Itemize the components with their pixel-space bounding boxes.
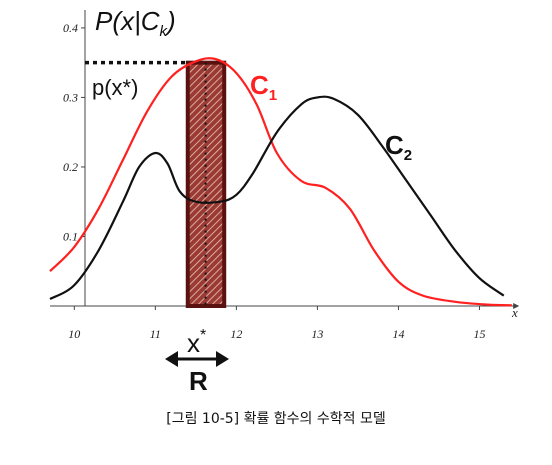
region-width-arrow	[165, 351, 229, 367]
c1-label: C1	[250, 70, 277, 104]
x-tick-label: 14	[392, 327, 404, 341]
plot-area	[50, 8, 520, 308]
c2-label: C2	[385, 130, 412, 164]
p-x-star-label: p(x*)	[92, 75, 138, 100]
y-tick-label: 0.2	[63, 160, 78, 174]
y-tick-label: 0.4	[63, 21, 78, 35]
figure-caption: [그림 10-5] 확률 함수의 수학적 모델	[166, 411, 386, 427]
x-tick-label: 15	[473, 327, 485, 341]
x-tick-label: 10	[68, 327, 80, 341]
curve-c2	[49, 95, 505, 300]
curve-c1	[49, 57, 512, 307]
y-axis-title: P(x|Ck)	[95, 6, 176, 40]
y-tick-label: 0.1	[63, 229, 78, 243]
x-tick-label: 11	[150, 327, 161, 341]
tick-layer: 10 11 12 13 14 15 0.1 0.2 0.3 0.4	[63, 21, 485, 341]
x-tick-label: 12	[230, 327, 242, 341]
x-star-label: x*	[187, 327, 206, 358]
region-r-label: R	[189, 366, 208, 396]
x-axis-label: x	[511, 305, 518, 320]
y-tick-label: 0.3	[63, 90, 78, 104]
x-tick-label: 13	[311, 327, 323, 341]
